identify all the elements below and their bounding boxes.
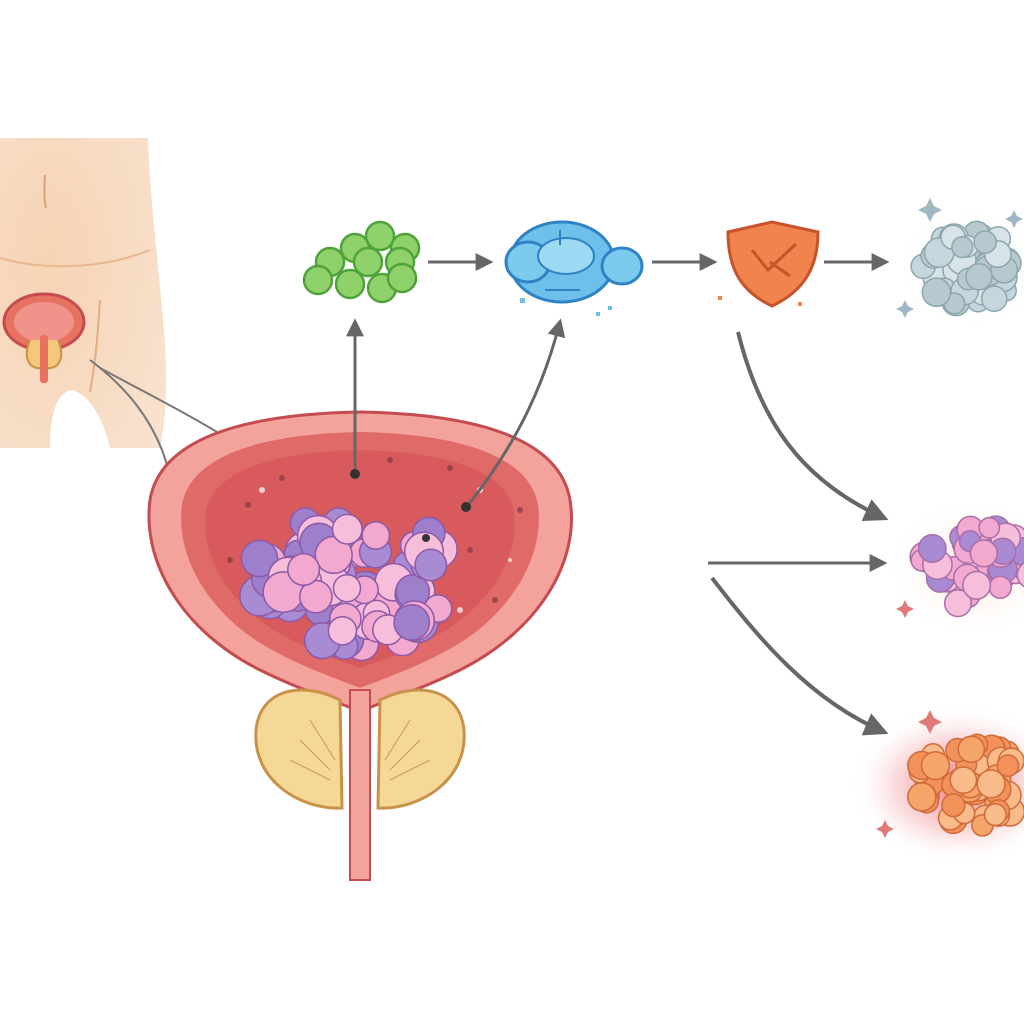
orange-cell bbox=[907, 782, 937, 812]
gray-cell bbox=[973, 230, 998, 254]
orange-cell bbox=[957, 735, 986, 764]
pink-cell bbox=[969, 539, 998, 568]
blue-cluster-icon bbox=[504, 220, 644, 316]
pink-cell bbox=[943, 589, 973, 618]
arrow-origin-dot bbox=[350, 469, 360, 479]
pink-cell bbox=[962, 570, 992, 600]
gray-cell bbox=[965, 263, 993, 291]
orange-cluster-icon bbox=[850, 705, 1024, 865]
green-cell bbox=[302, 264, 334, 296]
tumor-cell bbox=[327, 615, 358, 646]
arrows bbox=[346, 253, 890, 736]
tumor-cell bbox=[240, 539, 279, 578]
tumor-cell bbox=[393, 603, 431, 641]
arrow-to-orange bbox=[710, 576, 889, 736]
sparkle-icons bbox=[876, 600, 942, 838]
gray-cluster-icon bbox=[894, 206, 1024, 330]
tumor-cell bbox=[287, 552, 321, 587]
pink-cell bbox=[978, 516, 1001, 539]
pink-cell bbox=[917, 534, 947, 563]
torso-icon bbox=[0, 138, 167, 448]
arrow-shield-to-pink bbox=[736, 331, 889, 522]
arrow-origin-dot bbox=[422, 534, 430, 542]
gray-cell bbox=[951, 235, 974, 259]
tumor-cluster-icon bbox=[239, 507, 458, 662]
green-cell bbox=[334, 268, 366, 300]
pink-cluster-icon bbox=[885, 498, 1024, 638]
green-cell bbox=[386, 262, 418, 294]
orange-cell bbox=[996, 754, 1020, 778]
tumor-cell bbox=[331, 513, 363, 545]
green-cell bbox=[364, 220, 396, 252]
shield-icon bbox=[718, 220, 820, 308]
callout-line bbox=[99, 367, 231, 441]
orange-cell bbox=[920, 750, 951, 781]
green-cluster-icon bbox=[302, 220, 421, 304]
tumor-cell bbox=[414, 548, 448, 582]
orange-cell bbox=[983, 803, 1007, 827]
orange-cell bbox=[941, 793, 966, 818]
tumor-cell bbox=[361, 521, 391, 550]
gland-right-icon bbox=[376, 688, 466, 810]
pink-cell bbox=[1016, 562, 1024, 588]
sparkle-icons bbox=[896, 198, 1023, 318]
green-cell bbox=[352, 246, 384, 278]
arrow-origin-dot bbox=[461, 502, 471, 512]
orange-cell bbox=[976, 769, 1006, 799]
tumor-cell bbox=[332, 573, 362, 603]
arrow-tumor-to-blue bbox=[466, 318, 566, 506]
gray-cell bbox=[980, 285, 1008, 313]
orange-cell bbox=[949, 766, 978, 794]
prostate-mini-icon bbox=[2, 292, 86, 383]
gland-left-icon bbox=[254, 688, 344, 810]
pink-cell bbox=[988, 575, 1013, 600]
gray-cell bbox=[921, 277, 952, 308]
